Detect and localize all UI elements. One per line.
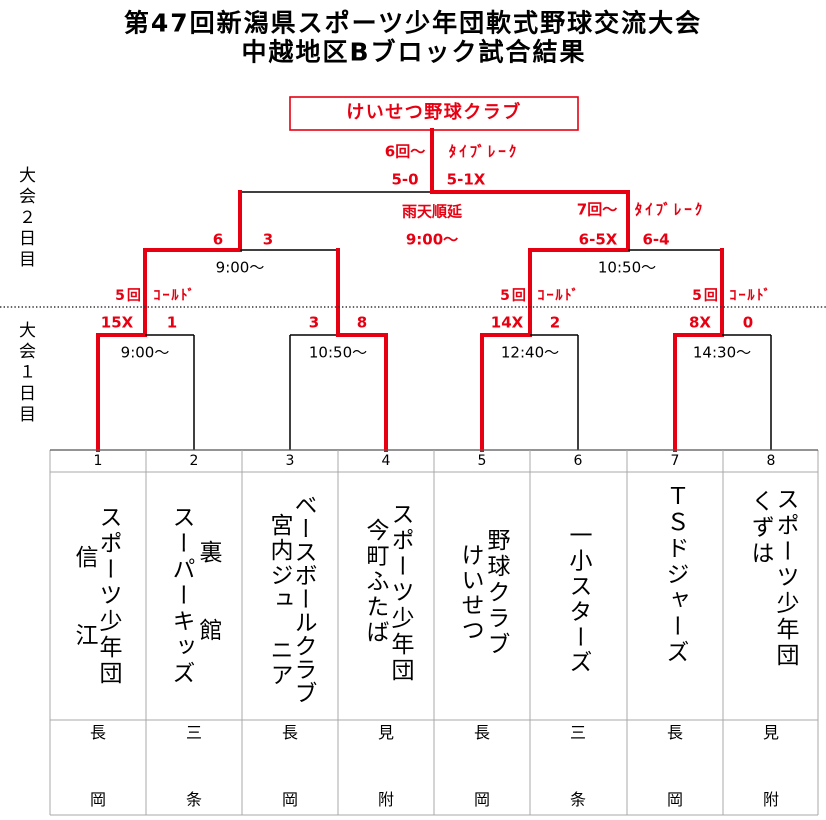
match-b-start-time: 10:50～ (308, 343, 368, 362)
team-3-city-bottom: 岡 (281, 790, 299, 809)
team-3-city-top: 長 (281, 723, 299, 742)
team-4-city-bottom: 附 (377, 790, 395, 809)
match-c-innings-note: 5回 (500, 288, 528, 304)
title-line-2: 中越地区Bブロック試合結果 (241, 37, 587, 67)
team-4-name-line-1: スポーツ少年団 (387, 502, 413, 684)
semifinal-right-tiebreak-note: ﾀｲﾌﾞﾚｰｸ (634, 200, 706, 219)
team-number: 4 (381, 453, 391, 469)
semifinal-right-score-right: 6-4 (642, 230, 670, 249)
final-postponed-note: 雨天順延 (401, 202, 463, 221)
match-a-start-time: 9:00～ (120, 343, 170, 362)
team-6-city-bottom: 条 (569, 790, 587, 809)
team-number: 8 (766, 453, 776, 469)
team-7-city-bottom: 岡 (666, 790, 684, 809)
match-c-called-note: ｺｰﾙﾄﾞ (537, 288, 581, 304)
title-line-1: 第47回新潟県スポーツ少年団軟式野球交流大会 (123, 8, 703, 38)
team-3-name-line-2: 宮内ジュ ニア (266, 513, 292, 688)
final-tiebreak-note: ﾀｲﾌﾞﾚｰｸ (448, 142, 520, 161)
day-1-label: 大会１日目 (15, 321, 35, 426)
team-2-city-bottom: 条 (185, 790, 203, 809)
match-a-score-right: 1 (166, 313, 178, 332)
semifinal-left-score-left: 6 (212, 230, 224, 249)
team-1-name-line-1: スポーツ少年団 (95, 505, 121, 687)
team-2-name-line-2: スーパーキッズ (168, 505, 194, 687)
team-8-city-top: 見 (762, 723, 780, 742)
team-5-city-bottom: 岡 (473, 790, 491, 809)
team-2-city-top: 三 (185, 723, 203, 742)
team-1-name-line-2: 信 江 (71, 545, 97, 649)
match-b-score-left: 3 (308, 313, 320, 332)
team-5-name-line-2: けいせつ (457, 543, 483, 643)
match-d-innings-note: 5回 (692, 288, 720, 304)
day-2-label: 大会２日目 (15, 166, 35, 271)
team-number: 1 (93, 453, 103, 469)
final-score-right: 5-1X (446, 170, 486, 189)
team-1-city-bottom: 岡 (89, 790, 107, 809)
match-a-called-note: ｺｰﾙﾄﾞ (153, 288, 197, 304)
team-number: 6 (573, 453, 583, 469)
semifinal-right-score-left: 6-5X (578, 230, 618, 249)
team-number: 3 (285, 453, 295, 469)
match-a-score-left: 15X (100, 313, 134, 332)
team-8-name-line-2: くずは (747, 489, 773, 567)
team-number: 5 (477, 453, 487, 469)
team-7-name-line-1: ＴＳドジャーズ (662, 484, 688, 666)
team-number: 7 (670, 453, 680, 469)
final-score-left: 5-0 (391, 170, 419, 189)
team-6-name-line-1: 一小スターズ (565, 523, 591, 676)
final-innings-note: 6回～ (384, 142, 426, 161)
match-d-score-left: 8X (688, 313, 712, 332)
team-number: 2 (189, 453, 199, 469)
team-8-name-line-1: スポーツ少年団 (772, 487, 798, 669)
team-8-city-bottom: 附 (762, 790, 780, 809)
match-b-score-right: 8 (356, 313, 368, 332)
semifinal-left-score-right: 3 (262, 230, 274, 249)
team-4-city-top: 見 (377, 723, 395, 742)
team-5-city-top: 長 (473, 723, 491, 742)
team-1-city-top: 長 (89, 723, 107, 742)
match-c-start-time: 12:40～ (500, 343, 560, 362)
match-d-called-note: ｺｰﾙﾄﾞ (729, 288, 773, 304)
team-3-name-line-1: ベースボールクラブ (290, 493, 316, 705)
match-c-score-right: 2 (549, 313, 561, 332)
match-d-score-right: 0 (742, 313, 754, 332)
team-7-city-top: 長 (666, 723, 684, 742)
match-d-start-time: 14:30～ (692, 343, 752, 362)
team-4-name-line-2: 今町ふたば (362, 518, 388, 646)
semifinal-right-innings-note: 7回～ (576, 200, 618, 219)
semifinal-right-start-time: 10:50～ (597, 258, 657, 277)
match-a-innings-note: 5回 (115, 288, 143, 304)
match-c-score-left: 14X (490, 313, 524, 332)
semifinal-left-start-time: 9:00～ (215, 258, 265, 277)
team-2-name-line-1: 裏 館 (195, 540, 221, 644)
team-5-name-line-1: 野球クラブ (483, 528, 509, 658)
final-start-time: 9:00～ (405, 230, 459, 249)
team-6-city-top: 三 (569, 723, 587, 742)
champion-name: けいせつ野球クラブ (346, 102, 522, 123)
